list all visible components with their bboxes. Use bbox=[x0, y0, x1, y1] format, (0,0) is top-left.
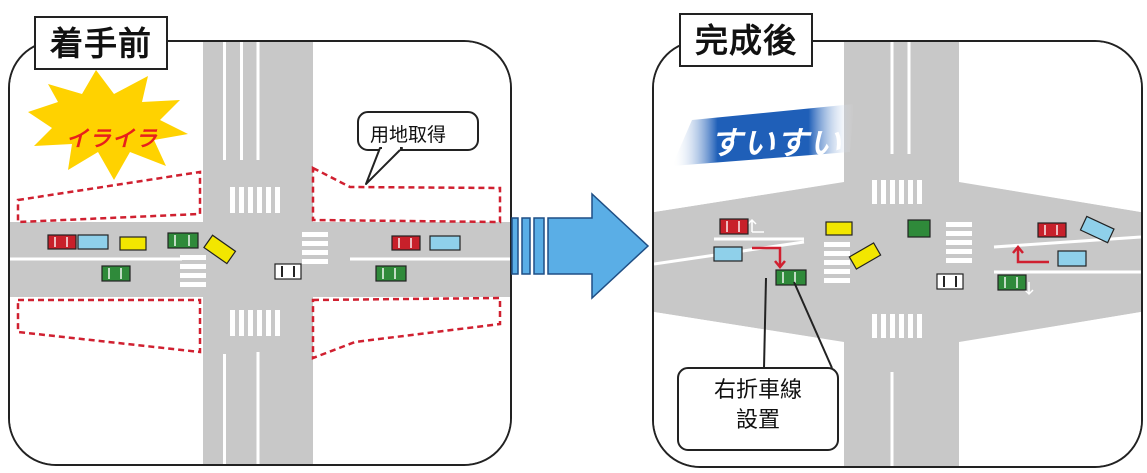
car-blue bbox=[429, 235, 461, 251]
right-turn-arrow-icon bbox=[752, 245, 1049, 269]
car-yellow-turning bbox=[848, 242, 882, 270]
car-white bbox=[274, 263, 302, 280]
car-blue bbox=[77, 234, 109, 250]
after-title: 完成後 bbox=[679, 13, 813, 67]
car-green bbox=[775, 269, 807, 286]
car-blue bbox=[713, 246, 743, 262]
car-red bbox=[719, 218, 749, 235]
before-intersection-map bbox=[10, 42, 510, 464]
car-green bbox=[907, 219, 931, 238]
after-intersection-map bbox=[654, 42, 1141, 466]
before-crosswalks bbox=[180, 187, 328, 336]
after-horizontal-road bbox=[654, 182, 1141, 342]
callout-line-1: 右折車線 bbox=[713, 378, 802, 403]
frustration-burst-icon bbox=[28, 70, 188, 180]
smooth-banner-icon bbox=[672, 104, 854, 166]
car-green bbox=[375, 265, 407, 282]
after-crosswalks bbox=[824, 180, 972, 338]
right-turn-lane-callout-text: 右折車線 設置 bbox=[678, 376, 838, 436]
before-title: 着手前 bbox=[34, 16, 168, 70]
right-turn-lane-callout bbox=[677, 277, 839, 451]
frustration-burst-label: イライラ bbox=[66, 127, 159, 152]
smooth-banner-label: すいすい bbox=[710, 124, 843, 162]
car-blue bbox=[1079, 215, 1115, 244]
car-yellow bbox=[119, 236, 147, 251]
car-green bbox=[167, 232, 199, 249]
transition-arrow-icon bbox=[511, 192, 650, 300]
car-red bbox=[1037, 222, 1067, 238]
callout-line-2: 設置 bbox=[735, 408, 780, 433]
land-acquisition-callout bbox=[357, 111, 479, 185]
land-acquisition-label: 用地取得 bbox=[370, 124, 447, 146]
car-white bbox=[936, 273, 964, 290]
car-red bbox=[47, 234, 77, 250]
before-panel: イライラ 用地取得 bbox=[8, 40, 512, 466]
car-green bbox=[101, 265, 131, 282]
car-red bbox=[391, 235, 421, 251]
before-land-acquisition-areas bbox=[16, 165, 502, 360]
car-green bbox=[997, 274, 1027, 291]
car-blue bbox=[1057, 250, 1087, 267]
car-yellow-turning bbox=[203, 234, 237, 265]
car-yellow bbox=[825, 221, 853, 236]
after-panel: すいすい 右折車線 設置 bbox=[652, 40, 1143, 468]
